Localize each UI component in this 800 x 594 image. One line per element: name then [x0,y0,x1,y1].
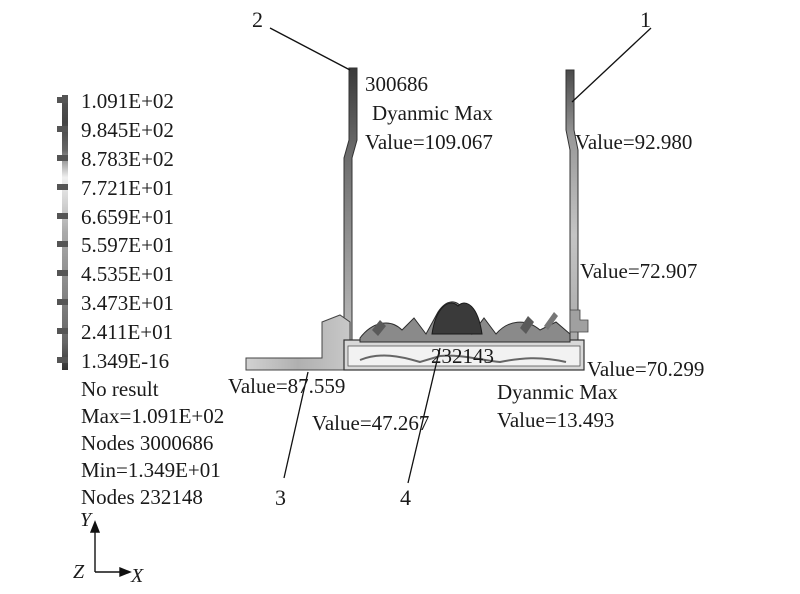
legend-tick [57,97,68,103]
max-value-label: Max=1.091E+02 [81,404,225,428]
node-id-top: 300686 [365,72,428,96]
legend-value: 2.411E+01 [81,320,174,344]
coordinate-axes [89,520,132,578]
legend-value: 9.845E+02 [81,118,174,142]
legend-tick [57,241,68,247]
legend-value: 5.597E+01 [81,233,174,257]
legend-tick [57,299,68,305]
legend-value: 7.721E+01 [81,176,174,200]
no-result-label: No result [81,377,159,401]
legend-value: 6.659E+01 [81,205,174,229]
legend-tick [57,184,68,190]
legend-tick [57,270,68,276]
value-right-top: Value=92.980 [575,130,693,154]
color-scale-bar [62,95,68,370]
value-left-bottom: Value=87.559 [228,374,346,398]
axis-z-label: Z [73,561,85,583]
axis-y-label: Y [80,509,92,531]
legend-tick [57,213,68,219]
legend-tick [57,328,68,334]
legend-value: 4.535E+01 [81,262,174,286]
callout-2: 2 [252,7,263,32]
legend-tick [57,357,68,363]
dynamic-max-top: Dyanmic Max [372,101,493,125]
min-node-label: Nodes 232148 [81,485,203,509]
value-right-mid: Value=72.907 [580,259,698,283]
axis-x-label: X [131,565,144,587]
dynamic-max-bottom: Dyanmic Max [497,380,618,404]
legend-value: 3.473E+01 [81,291,174,315]
callout-3: 3 [275,485,286,510]
right-wall [565,69,579,346]
floor-structure [245,301,589,371]
callout-1: 1 [640,7,651,32]
value-center-left: Value=47.267 [312,411,430,435]
value-top: Value=109.067 [365,130,493,154]
max-node-label: Nodes 3000686 [81,431,214,455]
legend-value: 1.349E-16 [81,349,170,373]
legend-value: 1.091E+02 [81,89,174,113]
legend-tick [57,126,68,132]
legend-value: 8.783E+02 [81,147,174,171]
legend-tick [57,155,68,161]
left-wall [343,67,358,343]
leader-lines [269,27,652,484]
value-right-bottom: Value=70.299 [587,357,705,381]
callout-4: 4 [400,485,411,510]
min-value-label: Min=1.349E+01 [81,458,221,482]
value-bottom: Value=13.493 [497,408,615,432]
node-id-center: 232143 [431,344,494,368]
